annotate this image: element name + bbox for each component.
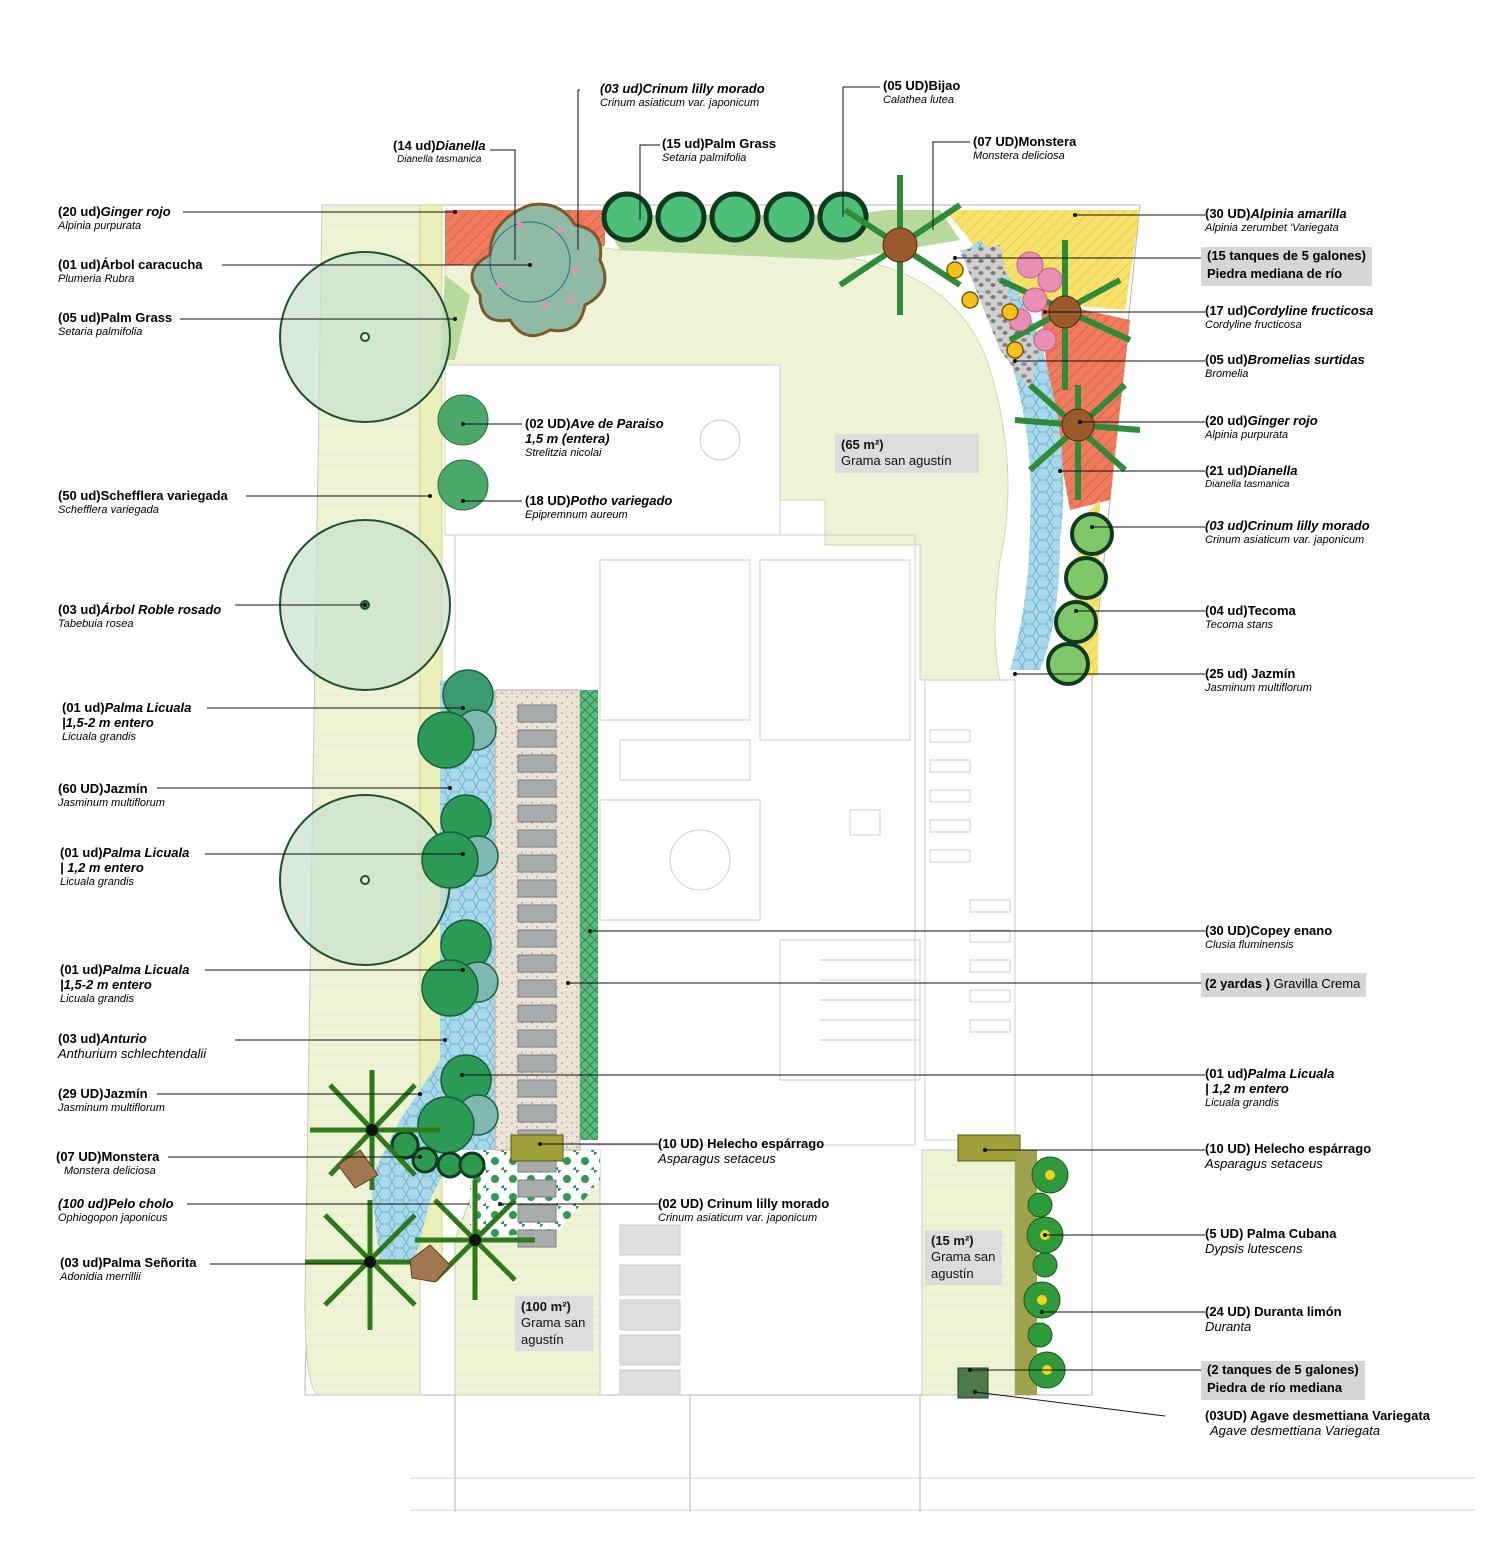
label-gravilla: (2 yardas ) Gravilla Crema xyxy=(1201,973,1367,998)
label-bromelias: (05 ud)Bromelias surtidas Bromelia xyxy=(1205,352,1365,380)
plumeria-tree xyxy=(470,202,607,338)
label-ave-paraiso: (02 UD)Ave de Paraiso 1,5 m (entera)Stre… xyxy=(525,416,664,459)
boulders xyxy=(337,1149,451,1283)
label-tanques-15: (15 tanques de 5 galones)Piedra mediana … xyxy=(1201,247,1372,286)
label-alpinia-amarilla: (30 UD)Alpinia amarilla Alpinia zerumbet… xyxy=(1205,206,1347,234)
label-ginger-rojo-right: (20 ud)Ginger rojo Alpinia purpurata xyxy=(1205,413,1318,441)
label-dianella-top: (14 ud)Dianella Dianella tasmanica xyxy=(393,138,486,165)
area-grama-100: (100 m²)Grama san agustín xyxy=(515,1296,593,1351)
big-trees xyxy=(279,251,451,966)
label-cordyline: (17 ud)Cordyline fructicosa Cordyline fr… xyxy=(1205,303,1374,331)
label-potho: (18 UD)Potho variegado Epipremnum aureum xyxy=(525,493,673,521)
monstera-small-row xyxy=(390,1130,486,1179)
label-tanques-2: (2 tanques de 5 galones)Piedra de río me… xyxy=(1201,1361,1365,1400)
label-anturio: (03 ud)Anturio Anthurium schlechtendalii xyxy=(58,1031,207,1061)
house-floorplan xyxy=(444,364,1016,1396)
label-roble-rosado: (03 ud)Árbol Roble rosado Tabebuia rosea xyxy=(58,602,222,630)
leader-lines xyxy=(157,86,1205,1417)
central-path xyxy=(494,689,1021,1248)
bromelias xyxy=(946,261,1024,359)
ave-paraiso-shrubs xyxy=(437,394,489,511)
palma-cubana-strip xyxy=(957,1150,1069,1399)
palm-grass-row xyxy=(601,191,869,243)
label-dianella-right: (21 ud)Dianella Dianella tasmanica xyxy=(1205,463,1298,490)
area-grama-65: (65 m²)Grama san agustín xyxy=(835,434,979,473)
area-grama-15: (15 m²)Grama san agustín xyxy=(925,1230,1002,1285)
label-ginger-rojo-left: (20 ud)Ginger rojo Alpinia purpurata xyxy=(58,204,171,232)
